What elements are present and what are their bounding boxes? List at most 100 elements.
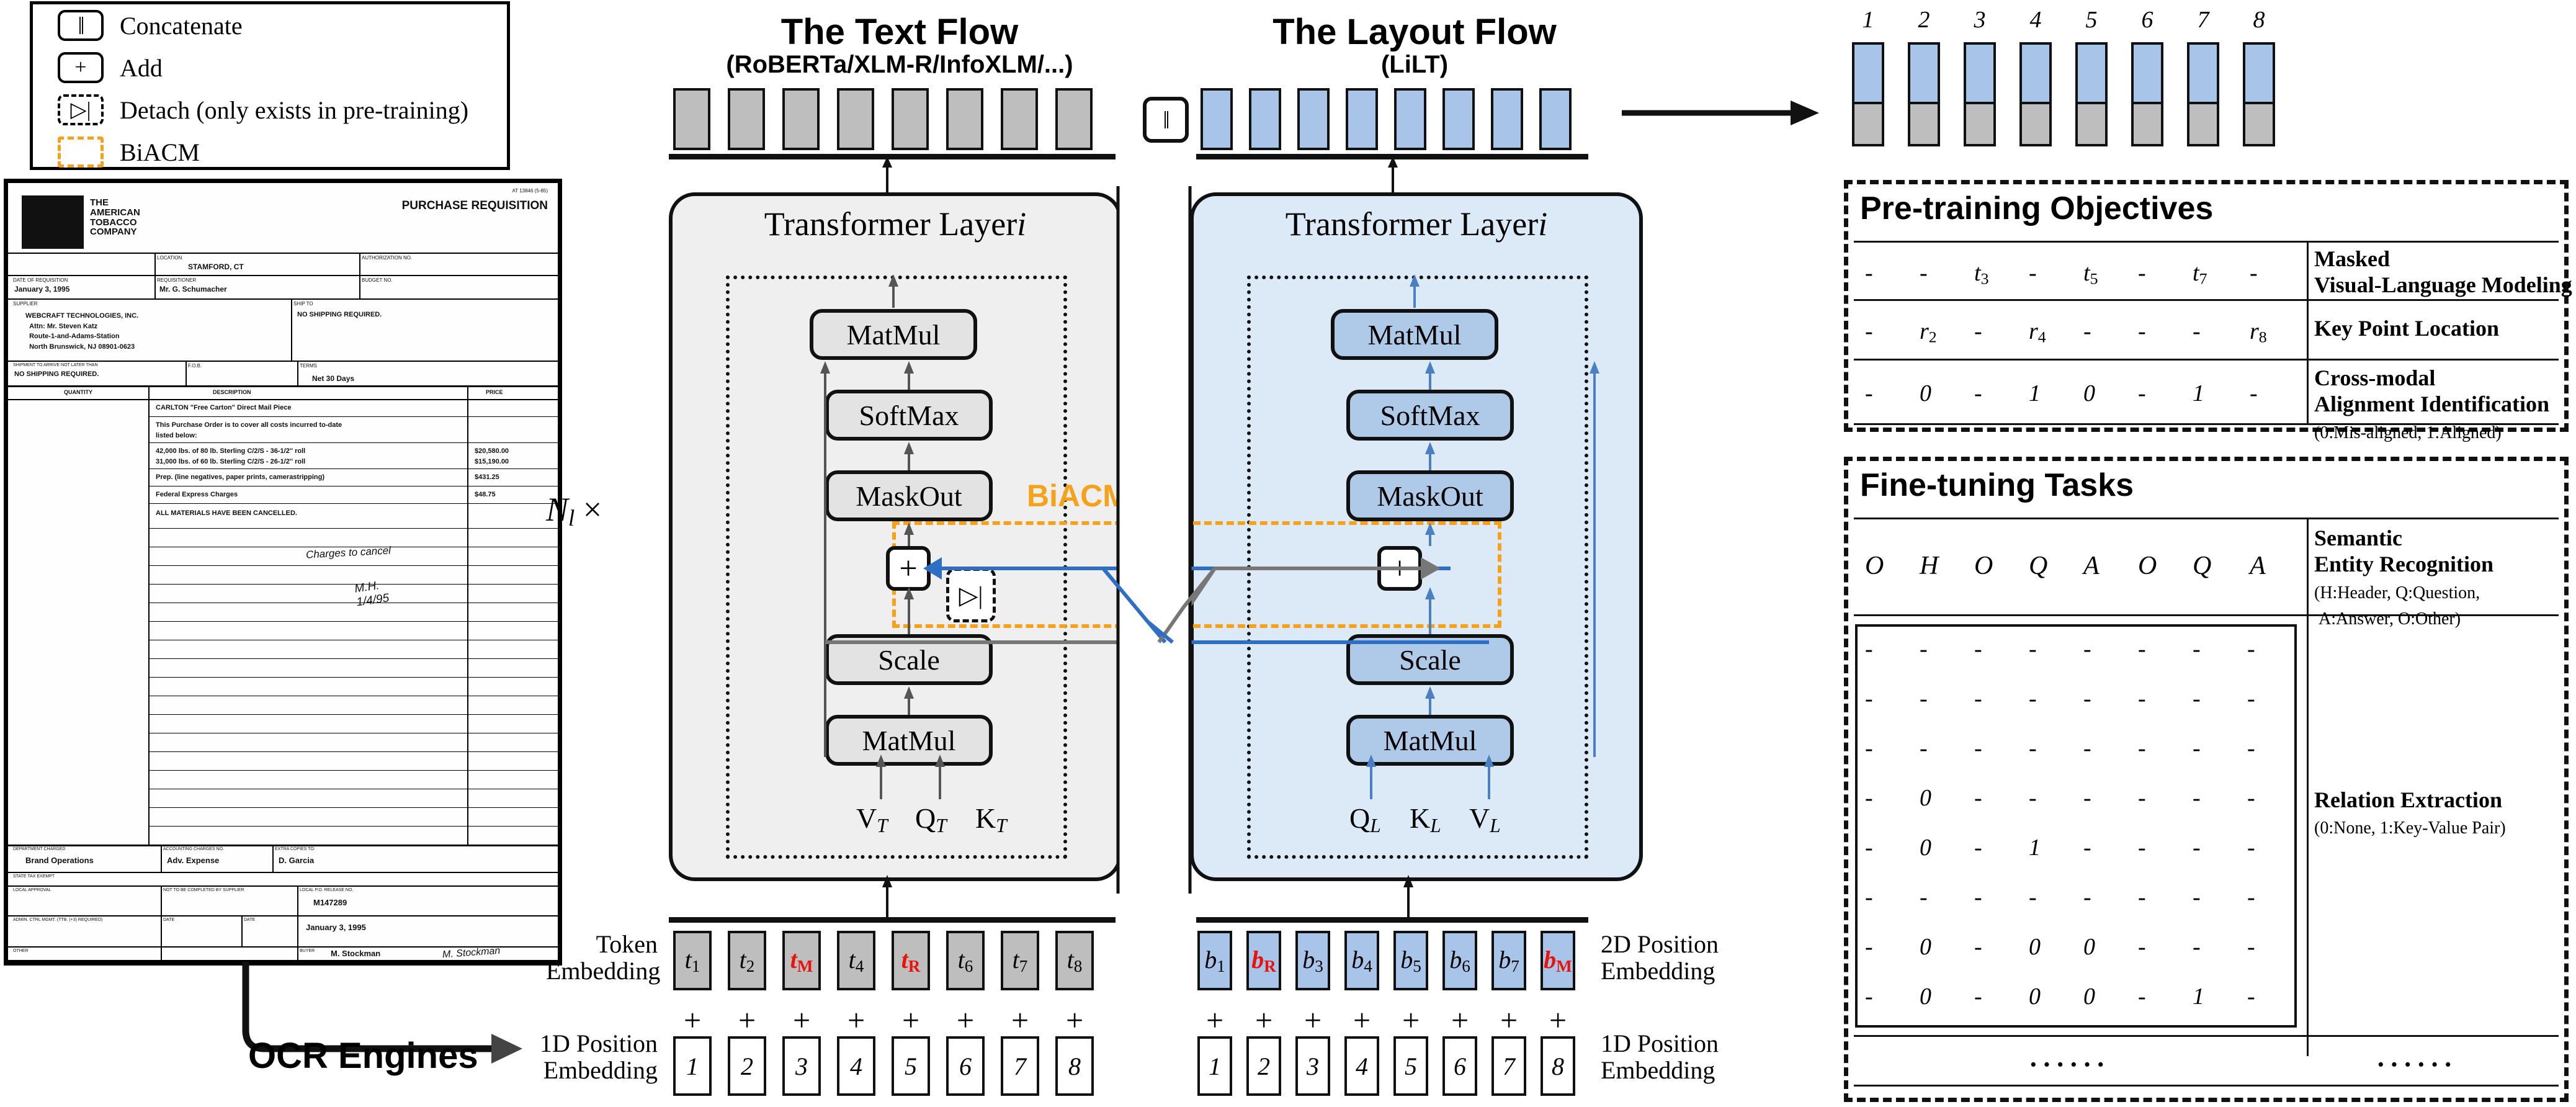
ser-cell: A [2250,552,2266,580]
ser-cell: H [1920,552,1939,580]
pretraining-cell: - [2083,318,2091,344]
pretraining-cell: 0 [1920,380,1931,406]
pretraining-cell: t7 [2193,260,2207,288]
pretraining-cell: - [1865,380,1873,406]
text-maskout: MaskOut [825,470,993,521]
biacm-icon [58,137,104,168]
relation-cell: - [1974,785,1982,811]
relation-cell: 0 [2083,984,2095,1010]
layout-maskout: MaskOut [1346,470,1514,521]
relation-cell: - [2138,785,2146,811]
text-embedding-arrow [882,875,892,917]
doc-footer-label: ADMIN. CTRL MGMT. (TTB. (+3) REQUIRED) [13,918,103,922]
layout-output-chip-row-cell [1491,88,1523,150]
text-input-q: QT [915,802,947,837]
position-label: 7 [1503,1052,1515,1080]
add-glyph: + [74,56,87,79]
relation-cell: - [1974,686,1982,712]
position-label: 6 [1454,1052,1466,1080]
relation-cell: - [2083,884,2091,910]
text-softmax: SoftMax [825,390,993,441]
pretraining-cell: - [1920,260,1928,286]
relation-cell: - [2193,835,2201,861]
pretraining-cell: r8 [2250,318,2267,346]
text-input-q-sub: T [936,814,947,836]
text-output-baseline [669,154,1116,159]
doc-field-value: Mr. G. Schumacher [159,285,227,294]
layout-output-chip-row [1201,88,1588,150]
doc-field-label: AUTHORIZATION NO. [362,255,413,261]
detach-glyph: ▷| [70,99,91,122]
plus-symbol: + [1066,1003,1084,1038]
layout-matmul-bottom: MatMul [1346,715,1514,766]
doc-col-header: PRICE [486,389,503,395]
text-input-k: KT [975,802,1007,837]
repeat-count-label: Nl × [546,490,602,531]
pretraining-cell: - [2138,260,2146,286]
position-label: 3 [1307,1052,1319,1080]
ser-cell: O [1865,552,1884,580]
token-label: bR [1251,946,1276,975]
doc-row-desc: 42,000 lbs. of 80 lb. Sterling C/2/S - 3… [156,447,306,465]
doc-buyer-signature: M. Stockman [442,945,501,961]
layout-token-row-cell: bM [1541,931,1575,990]
output-bar-top [2131,42,2163,104]
text-position-row-cell: 2 [728,1036,766,1096]
layout-position-row-cell: 7 [1491,1036,1526,1096]
layout-input-v-sub: L [1490,814,1501,836]
output-bar-top [2075,42,2108,104]
doc-terms-value: Net 30 Days [312,374,355,383]
relation-cell: - [2193,735,2201,761]
token-label: b3 [1302,946,1323,975]
concatenate-glyph: ‖ [78,11,84,40]
pretraining-cell: r4 [2029,318,2046,346]
layout-position-row-cell: 4 [1344,1036,1379,1096]
token-label: t7 [1012,946,1028,975]
text-input-q-label: Q [915,802,936,834]
relation-cell: - [1974,934,1982,960]
doc-col-header: QUANTITY [64,389,92,395]
doc-form-title: PURCHASE REQUISITION [401,199,548,212]
pretraining-title: Pre-training Objectives [1860,190,2214,226]
doc-field-value: January 3, 1995 [14,285,70,294]
position-label: 4 [1356,1052,1368,1080]
text-flow-up-arrow [882,156,892,195]
relation-cell: - [1974,884,1982,910]
layout-output-chip-row-cell [1442,88,1475,150]
pretraining-cell: - [1865,260,1873,286]
plus-symbol: + [684,1003,702,1038]
output-bar-index: 7 [2197,7,2209,33]
text-output-chip-row-cell [673,88,710,150]
token-label: tR [901,946,921,975]
position-label: 8 [1552,1052,1564,1080]
relation-cell: 0 [2083,934,2095,960]
re-task-name: Relation Extraction(0:None, 1:Key-Value … [2314,787,2506,838]
pretraining-cell: 0 [2083,380,2095,406]
legend-label-detach: Detach (only exists in pre-training) [120,96,469,124]
pretraining-cell: - [2138,380,2146,406]
position-label: 6 [959,1052,972,1080]
layout-input-q: QL [1349,802,1381,837]
relation-cell: - [2247,984,2255,1010]
relation-cell: - [2138,934,2146,960]
doc-footer-label: OTHER [13,949,29,953]
position-label: 5 [905,1052,917,1080]
layout-output-chip-row-cell [1201,88,1233,150]
concatenate-icon: ‖ [58,10,104,41]
ocr-arrow [242,962,522,1064]
ser-cell: O [2138,552,2157,580]
doc-field-label: BUDGET NO. [362,277,393,283]
token-label: t4 [848,946,864,975]
relation-matrix-box [1855,624,2297,1028]
biacm-label: BiACM [1027,478,1129,513]
relation-cell: - [1865,785,1873,811]
output-bar-top [1908,42,1940,104]
relation-cell: - [2083,835,2091,861]
pretraining-panel [1844,180,2569,432]
layout-token-row-cell: b4 [1344,931,1379,990]
pretraining-cell: - [1865,318,1873,344]
